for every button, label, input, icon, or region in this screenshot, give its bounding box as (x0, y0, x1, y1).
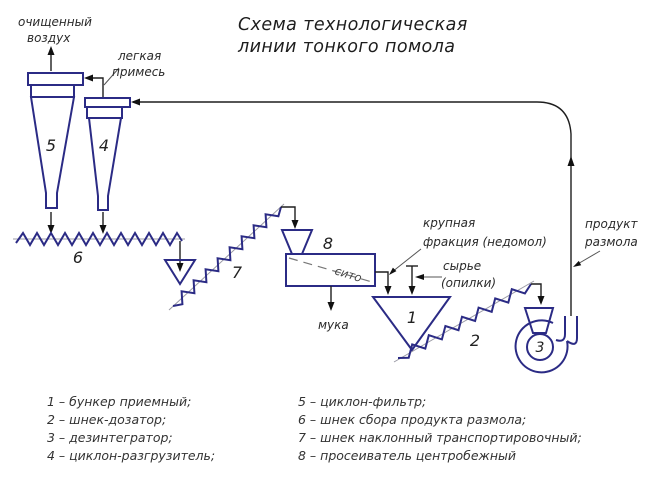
sifter-8: сито 8 мука (280, 229, 392, 332)
light-admixture-line (87, 77, 104, 97)
number-disintegrator: 3 (536, 340, 545, 356)
label-light-admixture: легкая примесь (112, 49, 165, 79)
cyclone5-body-top (30, 84, 75, 98)
legend-item-1: 1 – бункер приемный; (47, 394, 191, 409)
number-sifter: 8 (323, 234, 333, 253)
flow-arrow-into-cyclone4 (131, 98, 140, 106)
screw2-discharge-arrow (537, 296, 545, 305)
legend-item-7: 7 – шнек наклонный транспортировочный; (298, 430, 582, 445)
inclined-screw-7: 7 (168, 203, 299, 311)
bunker-triangle (371, 296, 452, 352)
grinding-product-line1: продукт (585, 217, 638, 231)
volute-outlet-inner-wall (555, 316, 566, 342)
number-inclined-screw: 7 (232, 263, 243, 282)
coarse-fraction-leader (391, 248, 422, 273)
light-admixture-pipe (84, 67, 120, 97)
light-admixture-line2: примесь (112, 65, 165, 79)
number-collecting-screw: 6 (73, 248, 83, 267)
label-grinding-product: продукт размола (573, 217, 638, 267)
light-admixture-arrow (84, 74, 93, 82)
return-pipe-line (133, 101, 572, 316)
coarse-fraction-leader-arrow (389, 267, 397, 275)
cyclone-unloader-4: 4 (84, 97, 131, 234)
cyclone5-cone (29, 96, 76, 209)
number-cyclone-filter: 5 (46, 136, 56, 155)
title-line1: Схема технологическая (238, 15, 468, 35)
diagram-title: Схема технологическая линии тонкого помо… (237, 15, 468, 57)
legend-item-4: 4 – циклон-разгрузитель; (47, 448, 215, 463)
grinding-product-line2: размола (584, 235, 638, 249)
volute-outlet-outer-wall (566, 316, 578, 345)
raw-material-leader-arrow (415, 274, 424, 280)
legend-item-2: 2 – шнек-дозатор; (47, 412, 166, 427)
number-cyclone-unloader: 4 (99, 136, 109, 155)
screw2-discharge-line (531, 283, 542, 300)
title-line2: линии тонкого помола (237, 37, 455, 57)
clean-air-line2: воздух (27, 31, 71, 45)
disintegrator-volute (514, 319, 569, 374)
collecting-screw-6: 6 (13, 231, 185, 267)
raw-material-line1: сырье (443, 259, 481, 273)
label-clean-air: очищенный воздух (18, 15, 92, 45)
cyclone4-cap (84, 97, 131, 108)
drop-funnel-6-7 (163, 241, 197, 286)
screw2-zigzag (397, 283, 532, 359)
coarse-fraction-line1: крупная (423, 216, 475, 230)
legend-item-8: 8 – просеиватель центробежный (298, 448, 516, 463)
legend-item-5: 5 – циклон-фильтр; (298, 394, 426, 409)
cyclone4-body-top (86, 106, 123, 119)
screw6-zigzag (15, 231, 183, 247)
cyclone4-cone (87, 117, 123, 211)
bunker-1: 1 (371, 265, 452, 352)
raw-material-line2: (опилки) (441, 276, 496, 290)
flour-arrow (327, 302, 335, 311)
sifter-body (285, 253, 376, 287)
raw-inlet-arrow (408, 286, 416, 295)
screw7-discharge-line (281, 206, 296, 224)
light-admixture-leader (103, 67, 120, 86)
legend: 1 – бункер приемный; 2 – шнек-дозатор; 3… (47, 394, 582, 463)
legend-item-6: 6 – шнек сбора продукта размола; (298, 412, 526, 427)
legend-item-3: 3 – дезинтегратор; (47, 430, 173, 445)
label-raw-material: сырье (опилки) (415, 259, 496, 290)
funnel-triangle (163, 259, 197, 286)
screw7-discharge-arrow (291, 220, 299, 229)
clean-air-line1: очищенный (18, 15, 92, 29)
number-screw-feeder: 2 (470, 331, 480, 350)
screw-feeder-2: 2 (393, 280, 545, 363)
grinding-product-leader-arrow (573, 260, 582, 267)
clean-air-arrow (47, 46, 55, 55)
return-pipe (131, 98, 575, 316)
label-coarse-fraction: крупная фракция (недомол) (389, 216, 547, 275)
flour-label: мука (318, 318, 349, 332)
cyclone4-outlet-arrow (99, 225, 107, 234)
coarse-fraction-line (375, 271, 389, 290)
disintegrator-3: 3 (514, 307, 578, 374)
light-admixture-line1: легкая (117, 49, 161, 63)
grinding-product-leader (575, 250, 601, 266)
coarse-fraction-arrow (384, 286, 392, 295)
coarse-fraction-line2: фракция (недомол) (423, 235, 547, 249)
drop-arrow (176, 263, 184, 272)
disintegrator-inlet-funnel (523, 307, 555, 334)
cyclone5-cap (27, 72, 84, 86)
flow-arrow-up (567, 156, 575, 166)
sifter-inlet-funnel (280, 229, 314, 255)
disintegrator-rotor (526, 333, 554, 361)
cyclone-filter-5: 5 (27, 46, 84, 234)
cyclone5-outlet-arrow (47, 225, 55, 234)
number-bunker: 1 (407, 308, 417, 327)
screw7-zigzag (172, 206, 282, 307)
